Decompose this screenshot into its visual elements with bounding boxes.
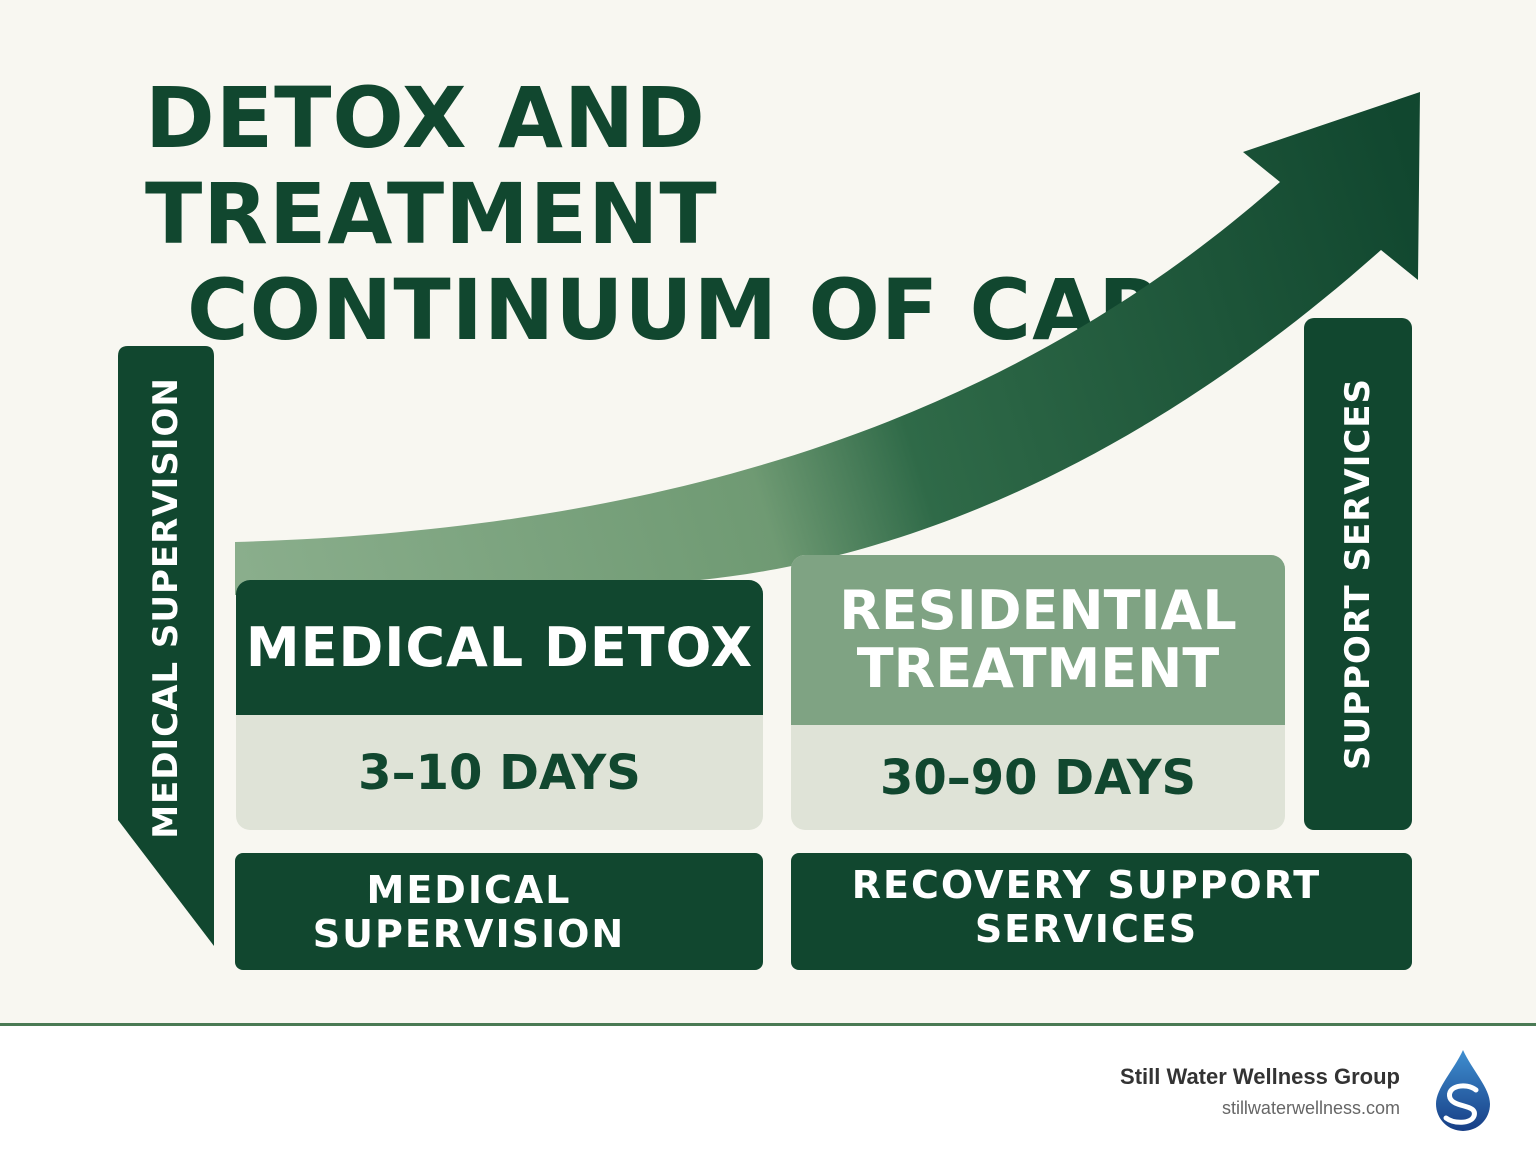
medical-detox-heading: MEDICAL DETOX (236, 580, 763, 715)
support-services-vertical-label: SUPPORT SERVICES (1338, 377, 1378, 771)
medical-detox-card: MEDICAL DETOX 3–10 DAYS (236, 580, 763, 830)
medical-supervision-line-1: MEDICAL (366, 867, 572, 912)
recovery-support-box: RECOVERY SUPPORT SERVICES (791, 853, 1412, 970)
residential-treatment-heading: RESIDENTIAL TREATMENT (791, 555, 1285, 725)
brand-url: stillwaterwellness.com (1221, 1098, 1400, 1118)
footer-divider (0, 1023, 1536, 1026)
recovery-support-line-1: RECOVERY SUPPORT (851, 863, 1322, 907)
footer (0, 1026, 1536, 1154)
water-drop-logo-icon (1436, 1050, 1490, 1131)
medical-supervision-vertical-label: MEDICAL SUPERVISION (146, 377, 186, 839)
arrow-body (235, 92, 1420, 595)
support-services-vertical: SUPPORT SERVICES (1304, 318, 1412, 830)
title-line-1: DETOX AND TREATMENT (145, 69, 718, 263)
residential-line-2: TREATMENT (856, 637, 1220, 700)
title-line-2: CONTINUUM OF CARE (187, 261, 1223, 359)
page-title: DETOX AND TREATMENT CONTINUUM OF CARE (145, 70, 1245, 358)
medical-detox-duration: 3–10 DAYS (358, 744, 641, 801)
residential-treatment-card: RESIDENTIAL TREATMENT 30–90 DAYS (791, 555, 1285, 830)
medical-supervision-vertical: MEDICAL SUPERVISION (118, 346, 214, 839)
medical-supervision-line-2: SUPERVISION (312, 911, 626, 956)
residential-treatment-duration: 30–90 DAYS (879, 749, 1197, 806)
brand-name: Still Water Wellness Group (1120, 1064, 1400, 1089)
residential-line-1: RESIDENTIAL (839, 579, 1237, 642)
medical-supervision-box: MEDICAL SUPERVISION (235, 853, 763, 970)
recovery-support-line-2: SERVICES (974, 907, 1199, 951)
